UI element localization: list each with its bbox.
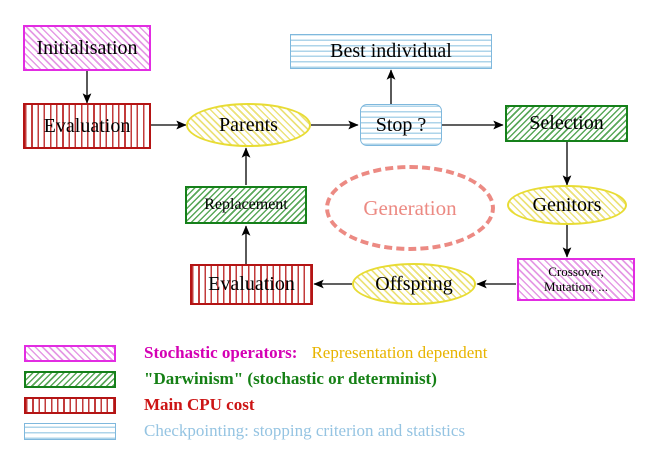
node-best-individual-label: Best individual — [330, 40, 452, 62]
legend-label-representation: Representation dependent — [311, 343, 488, 362]
node-evaluation-top-label: Evaluation — [43, 114, 131, 137]
node-parents[interactable]: Parents — [186, 103, 311, 147]
legend-label-cpu: Main CPU cost — [144, 395, 255, 414]
node-initialisation-label: Initialisation — [36, 36, 138, 59]
node-genitors[interactable]: Genitors — [507, 185, 627, 225]
node-offspring[interactable]: Offspring — [352, 263, 476, 305]
legend-label-darwinism: "Darwinism" (stochastic or determinist) — [144, 369, 437, 388]
legend: Stochastic operators: Representation depe… — [0, 336, 662, 451]
node-best-individual[interactable]: Best individual — [290, 34, 492, 69]
node-evaluation-bottom[interactable]: Evaluation — [190, 264, 313, 305]
node-stop[interactable]: Stop ? — [360, 104, 442, 146]
node-crossover-mutation[interactable]: Crossover, Mutation, ... — [517, 258, 635, 301]
legend-row-checkpointing: Checkpointing: stopping criterion and st… — [24, 418, 465, 444]
node-generation-boundary: Generation — [325, 165, 495, 251]
legend-label-stochastic: Stochastic operators: — [144, 343, 298, 362]
legend-row-cpu: Main CPU cost — [24, 392, 254, 418]
node-selection-label: Selection — [529, 112, 604, 134]
node-offspring-label: Offspring — [375, 272, 453, 295]
node-replacement[interactable]: Replacement — [185, 186, 307, 224]
node-parents-label: Parents — [219, 113, 278, 136]
legend-row-stochastic: Stochastic operators: Representation depe… — [24, 340, 488, 366]
node-replacement-label: Replacement — [204, 195, 288, 213]
node-stop-label: Stop ? — [375, 113, 427, 136]
legend-label-checkpointing: Checkpointing: stopping criterion and st… — [144, 421, 466, 440]
legend-swatch-magenta-diagonal-hatch — [24, 344, 116, 362]
node-genitors-label: Genitors — [532, 193, 602, 216]
node-evaluation-bottom-label: Evaluation — [208, 273, 295, 295]
node-initialisation[interactable]: Initialisation — [23, 25, 151, 71]
legend-text-stochastic: Stochastic operators: Representation depe… — [144, 343, 488, 363]
legend-swatch-red-vertical-hatch — [24, 396, 116, 414]
legend-swatch-green-diagonal-hatch — [24, 370, 116, 388]
node-crossover-line2: Mutation, ... — [544, 278, 608, 294]
node-evaluation-top[interactable]: Evaluation — [23, 103, 151, 149]
legend-row-darwinism: "Darwinism" (stochastic or determinist) — [24, 366, 437, 392]
node-selection[interactable]: Selection — [505, 105, 628, 142]
node-crossover-line1: Crossover, — [548, 263, 604, 279]
node-generation-label: Generation — [363, 195, 457, 220]
legend-swatch-blue-horizontal-hatch — [24, 422, 116, 440]
